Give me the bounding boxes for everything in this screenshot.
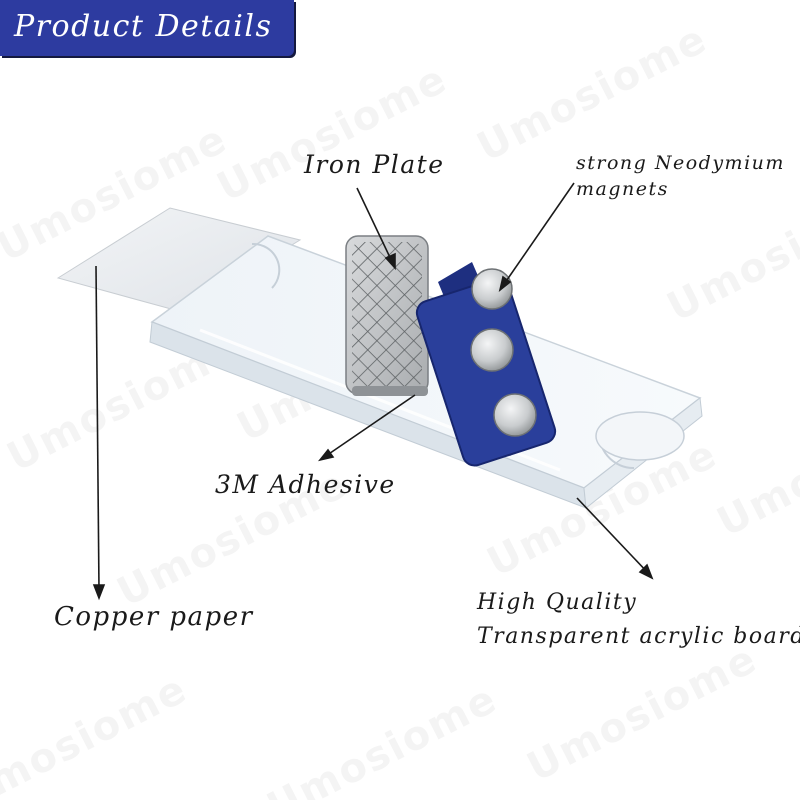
- magnet-disc: [470, 328, 514, 372]
- label-copper-paper: Copper paper: [54, 602, 254, 632]
- copper-paper-sheet: [56, 207, 302, 313]
- arrow-copper-paper: [92, 265, 106, 601]
- arrow-magnets: [498, 182, 575, 293]
- iron-plate: [345, 235, 429, 396]
- magnet-disc: [493, 393, 537, 437]
- arrow-iron-plate: [356, 187, 396, 271]
- magnet-bar: [415, 262, 557, 467]
- label-acrylic-line2: Transparent acrylic board: [477, 624, 800, 649]
- label-iron-plate: Iron Plate: [304, 150, 445, 179]
- label-magnets-line1: strong Neodymium: [576, 152, 785, 174]
- header-title: Product Details: [14, 9, 273, 44]
- label-magnets-line2: magnets: [576, 178, 669, 200]
- arrow-adhesive: [317, 394, 416, 462]
- arrow-acrylic: [576, 497, 654, 580]
- label-adhesive: 3M Adhesive: [215, 470, 396, 499]
- magnet-disc: [471, 268, 513, 310]
- section-header: Product Details: [0, 0, 294, 56]
- label-acrylic-line1: High Quality: [477, 590, 638, 615]
